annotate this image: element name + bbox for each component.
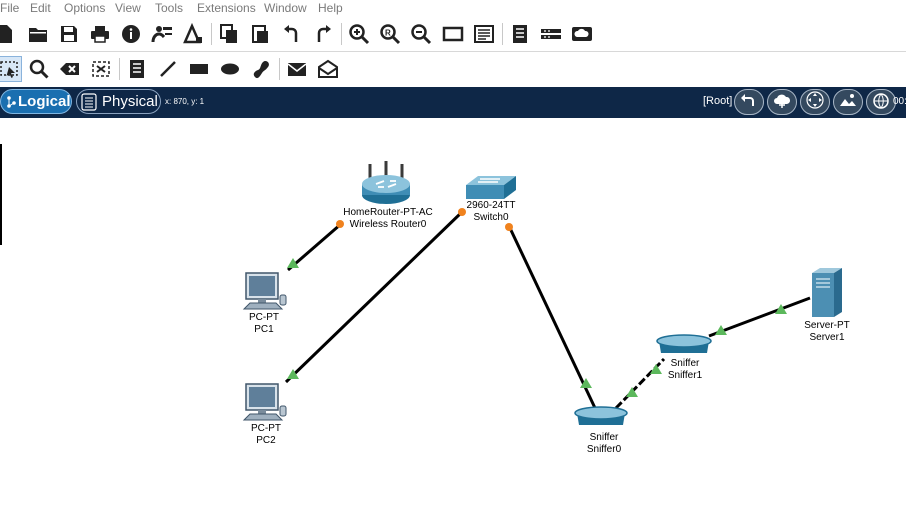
menu-help[interactable]: Help — [318, 1, 343, 15]
server1-label[interactable]: Server-PT Server1 — [804, 320, 850, 344]
menu-view[interactable]: View — [115, 1, 141, 15]
toolbar-separator — [341, 23, 342, 45]
root-path[interactable]: [Root] — [703, 95, 733, 107]
pc1-label[interactable]: PC-PT PC1 — [249, 312, 279, 336]
text-cursor — [0, 144, 2, 245]
network-wizard-icon[interactable] — [149, 21, 175, 47]
freeform-icon[interactable] — [248, 56, 274, 82]
pc2-icon[interactable] — [242, 382, 288, 422]
toolbar-separator — [502, 23, 503, 45]
menu-bar: File Edit Options View Tools Extensions … — [0, 0, 906, 16]
open-icon[interactable] — [25, 21, 51, 47]
delete-icon[interactable] — [57, 56, 83, 82]
add-complex-pdu-icon[interactable] — [315, 56, 341, 82]
new-cluster-button[interactable] — [767, 89, 797, 115]
cloud-cluster-icon — [772, 90, 792, 115]
server1-model: Server-PT — [804, 320, 850, 331]
switch-label[interactable]: 2960-24TT Switch0 — [467, 200, 516, 224]
pdu-list-icon[interactable] — [507, 21, 533, 47]
drawing-palette-icon[interactable] — [440, 21, 466, 47]
move-object-button[interactable] — [800, 89, 830, 115]
server1-name: Server1 — [809, 332, 845, 343]
physical-icon — [81, 92, 97, 111]
pc1-name: PC1 — [254, 324, 274, 335]
save-icon[interactable] — [56, 21, 82, 47]
sniffer0-icon[interactable] — [573, 405, 629, 427]
svg-text:R: R — [385, 29, 391, 38]
toolbar-separator — [211, 23, 212, 45]
logical-icon — [6, 95, 16, 109]
pc1-model: PC-PT — [249, 312, 279, 323]
background-button[interactable] — [833, 89, 863, 115]
zoom-in-icon[interactable] — [346, 21, 372, 47]
info-icon[interactable] — [118, 21, 144, 47]
menu-edit[interactable]: Edit — [30, 1, 51, 15]
resize-icon[interactable] — [88, 56, 114, 82]
toolbar-separator — [279, 58, 280, 80]
add-simple-pdu-icon[interactable] — [284, 56, 310, 82]
main-toolbar: R — [0, 17, 906, 52]
toolbar-separator — [119, 58, 120, 80]
pc2-model: PC-PT — [251, 423, 281, 434]
zoom-out-icon[interactable] — [408, 21, 434, 47]
router-name: Wireless Router0 — [349, 219, 427, 230]
copy-icon[interactable] — [216, 21, 242, 47]
redo-icon[interactable] — [310, 21, 336, 47]
viewport-button[interactable] — [866, 89, 896, 115]
inspect-icon[interactable] — [26, 56, 52, 82]
cluster-icon[interactable] — [538, 21, 564, 47]
sniffer0-label[interactable]: Sniffer Sniffer0 — [587, 432, 621, 456]
custom-devices-icon[interactable] — [471, 21, 497, 47]
router-model: HomeRouter-PT-AC — [343, 207, 433, 218]
sniffer1-icon[interactable] — [655, 333, 713, 355]
tab-physical-label: Physical — [102, 93, 158, 110]
sniffer1-name: Sniffer1 — [667, 370, 703, 381]
menu-tools[interactable]: Tools — [155, 1, 184, 15]
pc1-icon[interactable] — [242, 271, 288, 311]
sniffer1-model: Sniffer — [670, 358, 700, 369]
workspace-bar: Logical Physical x: 870, y: 1 [Root] 00: — [0, 87, 906, 118]
tab-physical[interactable]: Physical — [76, 89, 161, 114]
undo-icon[interactable] — [279, 21, 305, 47]
menu-window[interactable]: Window — [264, 1, 307, 15]
paste-icon[interactable] — [247, 21, 273, 47]
sniffer1-label[interactable]: Sniffer Sniffer1 — [668, 358, 702, 382]
activity-wizard-icon[interactable] — [180, 21, 206, 47]
ellipse-icon[interactable] — [217, 56, 243, 82]
router-label[interactable]: HomeRouter-PT-AC Wireless Router0 — [343, 207, 432, 231]
pc2-name: PC2 — [256, 435, 276, 446]
logical-workspace-canvas[interactable] — [0, 118, 906, 508]
zoom-reset-icon[interactable]: R — [377, 21, 403, 47]
clock-readout: 00: — [893, 96, 906, 107]
switch-model: 2960-24TT — [466, 200, 516, 211]
select-icon[interactable] — [0, 56, 22, 82]
cloud-icon[interactable] — [569, 21, 595, 47]
back-button[interactable] — [734, 89, 764, 115]
tab-logical-label: Logical — [18, 93, 71, 110]
tools-toolbar — [0, 52, 906, 86]
menu-options[interactable]: Options — [64, 1, 106, 15]
switch-name: Switch0 — [473, 212, 509, 223]
sniffer0-model: Sniffer — [589, 432, 619, 443]
new-icon[interactable] — [0, 21, 18, 47]
line-icon[interactable] — [155, 56, 181, 82]
wireless-router-icon[interactable] — [360, 160, 412, 206]
server1-icon[interactable] — [808, 267, 844, 319]
rectangle-icon[interactable] — [186, 56, 212, 82]
sniffer0-name: Sniffer0 — [586, 444, 622, 455]
image-icon — [838, 90, 858, 115]
cursor-coordinates: x: 870, y: 1 — [165, 97, 205, 106]
pc2-label[interactable]: PC-PT PC2 — [251, 423, 281, 447]
tab-logical[interactable]: Logical — [0, 89, 72, 114]
note-icon[interactable] — [124, 56, 150, 82]
back-icon — [739, 90, 759, 115]
menu-extensions[interactable]: Extensions — [197, 1, 256, 15]
globe-icon — [871, 90, 891, 115]
print-icon[interactable] — [87, 21, 113, 47]
switch-icon[interactable] — [464, 175, 518, 201]
menu-file[interactable]: File — [0, 1, 20, 15]
move-icon — [805, 90, 825, 115]
